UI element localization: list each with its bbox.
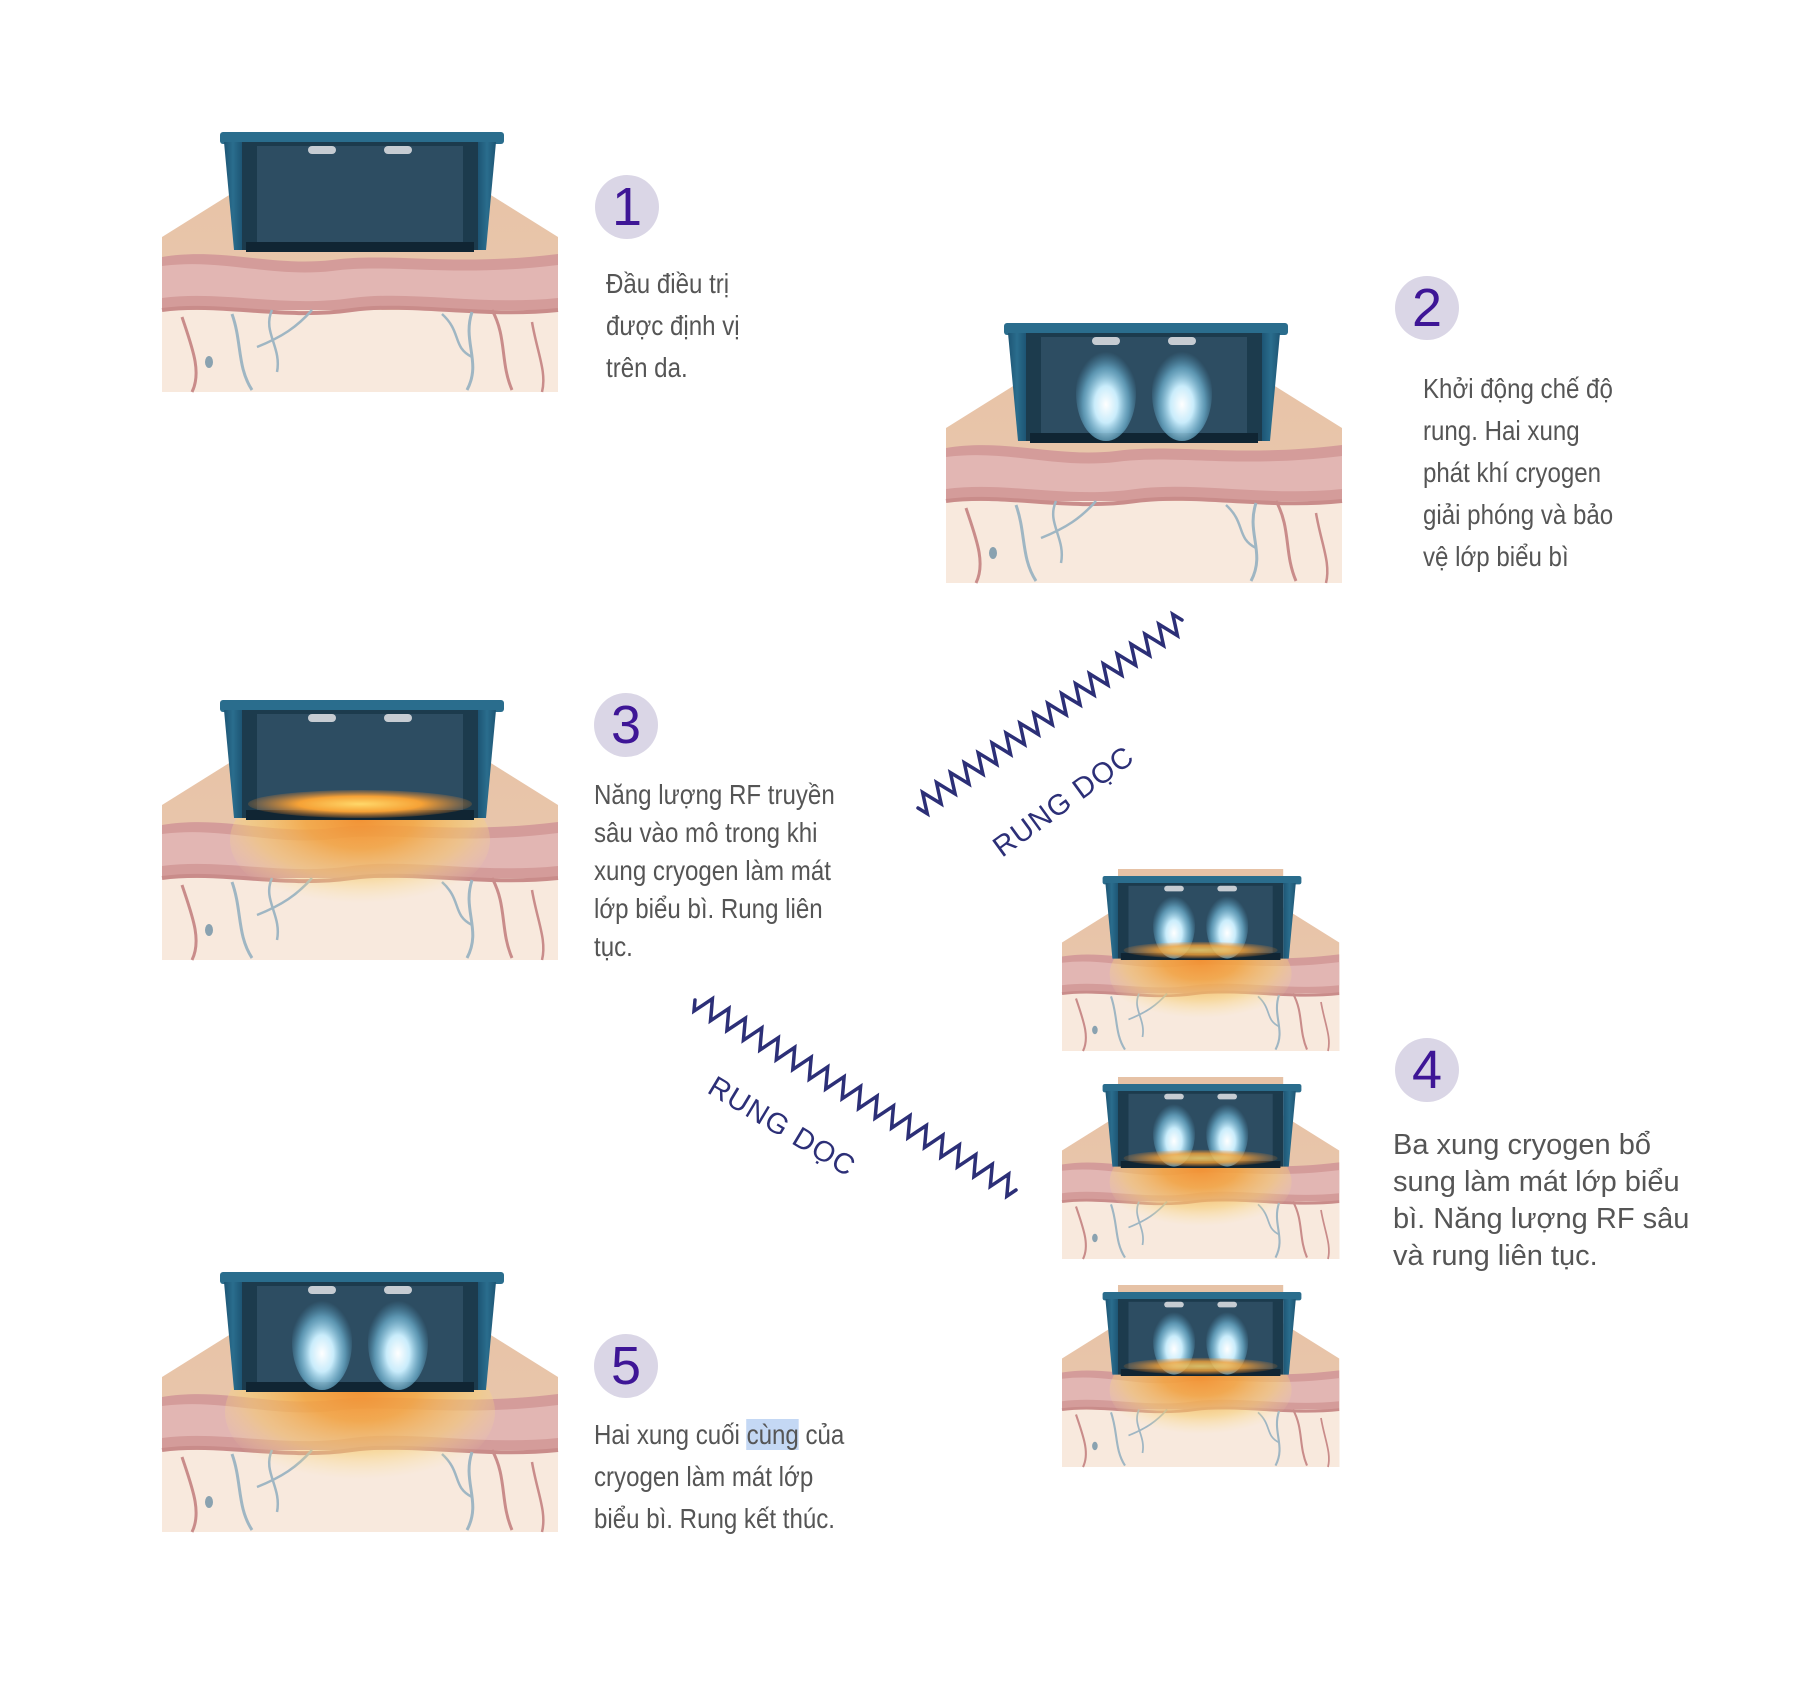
step-3-line: Năng lượng RF truyền — [594, 779, 835, 810]
step-3-line: tục. — [594, 931, 633, 962]
step-2-line: vệ lớp biểu bì — [1423, 541, 1569, 572]
vibration-label-1: RUNG DỌC — [987, 740, 1140, 863]
step-1-line: trên da. — [606, 352, 688, 383]
step-1-number: 1 — [595, 175, 659, 239]
step-1-line: được định vị — [606, 310, 740, 341]
step-2-line: Khởi động chế độ — [1423, 373, 1613, 404]
step-5-text: Hai xung cuối — [594, 1419, 747, 1450]
step-1-line: Đầu điều trị — [606, 268, 730, 299]
step-4-illustration-c — [1060, 1283, 1341, 1469]
step-4-line: Ba xung cryogen bổ — [1393, 1129, 1651, 1161]
vibration-wave-2: RUNG DỌC — [691, 995, 1018, 1200]
step-4-line: sung làm mát lớp biểu — [1393, 1166, 1680, 1198]
step-4-line: bì. Năng lượng RF sâu — [1393, 1203, 1690, 1235]
step-3-illustration — [160, 698, 560, 962]
step-5-text: của — [798, 1419, 845, 1450]
step-4-number: 4 — [1395, 1038, 1459, 1102]
step-3-number: 3 — [594, 693, 658, 757]
step-4-description: Ba xung cryogen bổ sung làm mát lớp biểu… — [1393, 1127, 1689, 1275]
vibration-wave-1: RUNG DỌC — [916, 610, 1184, 864]
step-2-description: Khởi động chế độ rung. Hai xung phát khí… — [1423, 368, 1613, 578]
step-5-first-line: Hai xung cuối cùng của — [594, 1414, 844, 1456]
step-4-illustration-a — [1060, 867, 1341, 1053]
step-5-line: biểu bì. Rung kết thúc. — [594, 1503, 835, 1534]
step-4-line: và rung liên tục. — [1393, 1240, 1598, 1272]
step-5-number: 5 — [594, 1334, 658, 1398]
step-3-line: sâu vào mô trong khi — [594, 817, 818, 848]
text-selection-highlight[interactable]: cùng — [746, 1419, 799, 1450]
step-5-description: Hai xung cuối cùng của cryogen làm mát l… — [594, 1414, 844, 1540]
step-2-line: giải phóng và bảo — [1423, 499, 1614, 530]
step-2-line: phát khí cryogen — [1423, 457, 1602, 488]
step-2-illustration — [944, 321, 1344, 585]
step-4-illustration-b — [1060, 1075, 1341, 1261]
step-2-line: rung. Hai xung — [1423, 415, 1580, 446]
step-5-illustration — [160, 1270, 560, 1534]
step-5-line: cryogen làm mát lớp — [594, 1461, 814, 1492]
step-2-number: 2 — [1395, 276, 1459, 340]
step-3-description: Năng lượng RF truyền sâu vào mô trong kh… — [594, 776, 835, 966]
vibration-label-2: RUNG DỌC — [702, 1071, 861, 1184]
step-1-description: Đầu điều trị được định vị trên da. — [606, 263, 740, 389]
step-1-illustration — [160, 130, 560, 394]
step-3-line: xung cryogen làm mát — [594, 855, 831, 886]
step-3-line: lớp biểu bì. Rung liên — [594, 893, 823, 924]
